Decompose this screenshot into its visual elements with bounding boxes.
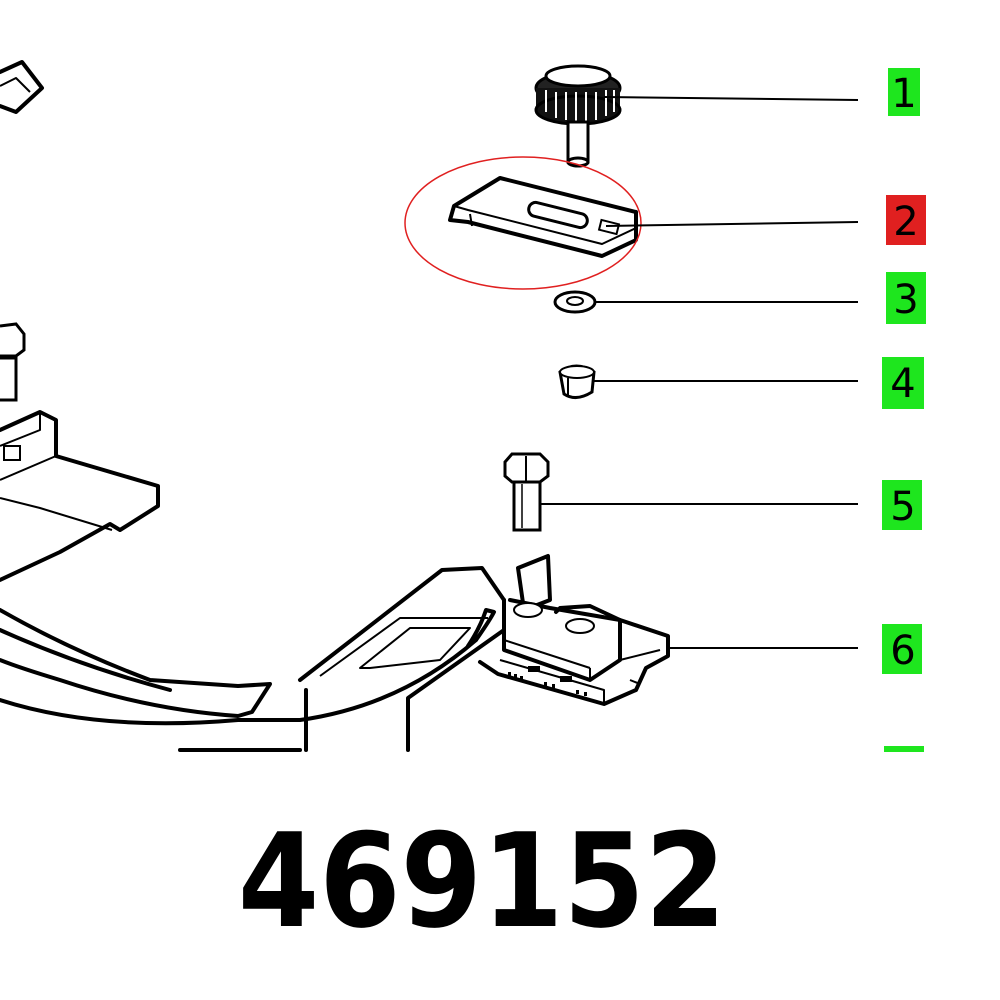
highlight-ellipse (404, 156, 642, 290)
leader-line-2 (605, 221, 859, 227)
callout-box (886, 195, 926, 245)
part-cap-nut (558, 364, 596, 399)
callout-box-cropped (884, 746, 924, 752)
part-washer (553, 290, 597, 314)
callout-number: 5 (890, 484, 915, 530)
part-code: 469152 (238, 805, 726, 957)
callout-box (882, 480, 922, 530)
callout-number: 3 (893, 277, 918, 323)
callout-6[interactable]: 6 (882, 624, 922, 674)
part-left-bolt (0, 322, 26, 402)
callout-box (888, 68, 920, 116)
leader-lines (540, 96, 859, 649)
callout-5[interactable]: 5 (882, 480, 922, 530)
callout-3[interactable]: 3 (886, 272, 926, 324)
callout-number: 1 (891, 71, 916, 117)
callout-box (882, 624, 922, 674)
callout-number: 2 (893, 199, 918, 245)
callout-box (886, 272, 926, 324)
part-knurled-knob (534, 64, 622, 168)
leader-line-1 (603, 96, 859, 101)
callout-2[interactable]: 2 (886, 195, 926, 245)
callout-1[interactable]: 1 (888, 68, 920, 117)
part-fragment-top-left (0, 60, 44, 114)
part-base-guide (0, 410, 670, 752)
callout-box (882, 357, 924, 409)
callout-4[interactable]: 4 (882, 357, 924, 409)
part-clamp-plate (404, 156, 642, 290)
callout-number: 6 (890, 628, 915, 674)
callout-number: 4 (890, 361, 915, 407)
part-hex-bolt (503, 452, 550, 532)
